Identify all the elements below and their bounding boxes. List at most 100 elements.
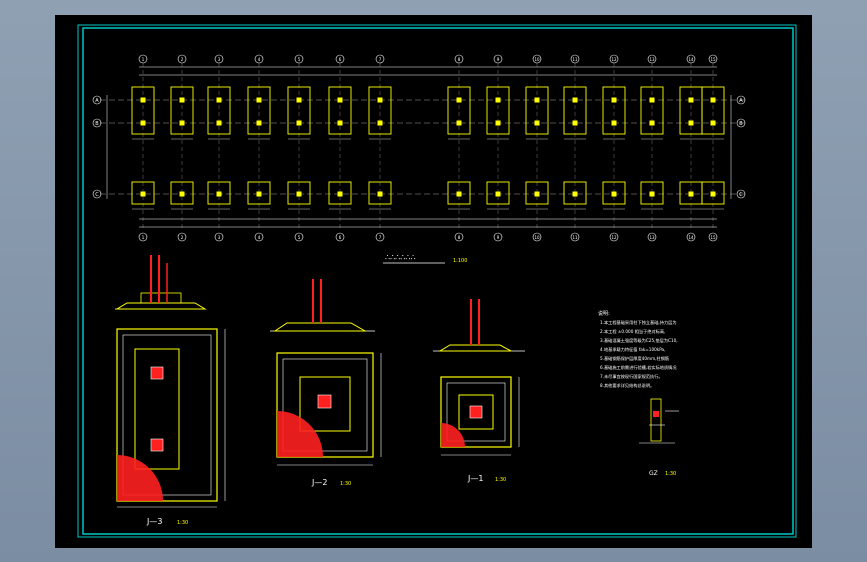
note-line: 7.未尽事宜按现行国家规范执行。 xyxy=(600,373,663,380)
axis-bubble xyxy=(335,232,345,242)
axis-label: B xyxy=(739,121,743,127)
axis-label: 8 xyxy=(458,235,461,240)
detail-j1: J—1 1:30 xyxy=(433,299,525,483)
column xyxy=(572,120,578,126)
column xyxy=(534,97,540,103)
column xyxy=(216,120,222,126)
axis-bubble xyxy=(138,232,148,242)
footing xyxy=(640,86,664,135)
axis-bubble xyxy=(736,118,746,128)
footing xyxy=(525,86,549,135)
notes-heading: 说明: xyxy=(598,310,610,317)
footing xyxy=(563,86,587,135)
outer-frame xyxy=(77,24,797,538)
footing xyxy=(247,181,271,205)
axis-bubble xyxy=(708,232,718,242)
footing xyxy=(701,181,725,205)
column xyxy=(611,97,617,103)
footing xyxy=(207,181,231,205)
axis-bubble xyxy=(736,189,746,199)
axis-bubble xyxy=(736,95,746,105)
axis-label: 6 xyxy=(339,57,342,62)
note-line: 4.地基承载力特征值 fak=100kPa, xyxy=(600,346,665,353)
axis-label: 5 xyxy=(298,57,301,62)
detail-scale: 1:30 xyxy=(177,520,188,526)
column xyxy=(710,120,716,126)
axis-bubble xyxy=(647,232,657,242)
axis-label: B xyxy=(95,121,99,127)
column xyxy=(296,191,302,197)
column xyxy=(256,120,262,126)
axis-label: 1 xyxy=(142,57,145,62)
axis-label: 14 xyxy=(688,57,694,62)
column xyxy=(710,97,716,103)
footing xyxy=(602,86,626,135)
axis-bubble xyxy=(493,54,503,64)
column xyxy=(495,120,501,126)
column xyxy=(649,97,655,103)
detail-label: J—1 xyxy=(467,474,483,483)
footing xyxy=(486,86,510,135)
axis-label: A xyxy=(739,98,743,104)
column xyxy=(140,97,146,103)
axis-bubble xyxy=(214,54,224,64)
detail-label: GZ xyxy=(649,470,658,477)
column xyxy=(337,191,343,197)
column xyxy=(179,191,185,197)
column xyxy=(688,191,694,197)
column xyxy=(710,191,716,197)
axis-bubble xyxy=(138,54,148,64)
detail-scale: 1:30 xyxy=(665,471,676,477)
column xyxy=(688,120,694,126)
axis-bubble xyxy=(177,232,187,242)
axis-label: C xyxy=(95,192,99,198)
axis-bubble xyxy=(570,54,580,64)
axis-label: 14 xyxy=(688,235,694,240)
column xyxy=(456,97,462,103)
axis-label: 15 xyxy=(710,235,716,240)
axis-bubble xyxy=(294,232,304,242)
axis-bubble xyxy=(609,54,619,64)
axis-bubble xyxy=(532,232,542,242)
axis-label: 5 xyxy=(298,235,301,240)
column xyxy=(179,120,185,126)
footing xyxy=(447,86,471,135)
axis-bubble xyxy=(375,232,385,242)
axis-label: 9 xyxy=(497,235,500,240)
axis-bubble xyxy=(254,54,264,64)
plan-scale: 1:100 xyxy=(453,258,467,264)
axis-label: 13 xyxy=(649,235,655,240)
detail-label: J—3 xyxy=(146,517,162,526)
footing xyxy=(525,181,549,205)
footing xyxy=(328,181,352,205)
column xyxy=(256,97,262,103)
detail-j2: J—2 1:30 xyxy=(270,279,382,487)
axis-bubble xyxy=(686,54,696,64)
axis-label: 7 xyxy=(379,235,382,240)
footing xyxy=(170,86,194,135)
axis-label: 2 xyxy=(181,57,184,62)
design-notes: 说明: 1.本工程基础采用柱下独立基础,持力层为 2.本工程 ±0.000 相当… xyxy=(598,310,678,389)
footing xyxy=(368,181,392,205)
footing xyxy=(328,86,352,135)
footing xyxy=(640,181,664,205)
column xyxy=(377,97,383,103)
axis-label: 1 xyxy=(142,235,145,240)
column xyxy=(611,120,617,126)
axis-bubble xyxy=(609,232,619,242)
column xyxy=(377,191,383,197)
axis-bubble xyxy=(493,232,503,242)
column xyxy=(216,191,222,197)
column xyxy=(572,191,578,197)
detail-j3: J—3 1:30 xyxy=(115,255,226,526)
footing xyxy=(447,181,471,205)
column xyxy=(296,97,302,103)
footing xyxy=(247,86,271,135)
footing xyxy=(486,181,510,205)
plan-title: ∴∴∴∴∴∴ xyxy=(385,253,416,262)
column xyxy=(649,120,655,126)
column xyxy=(337,97,343,103)
axis-label: 10 xyxy=(534,57,540,62)
note-line: 1.本工程基础采用柱下独立基础,持力层为 xyxy=(600,319,677,326)
column xyxy=(337,120,343,126)
